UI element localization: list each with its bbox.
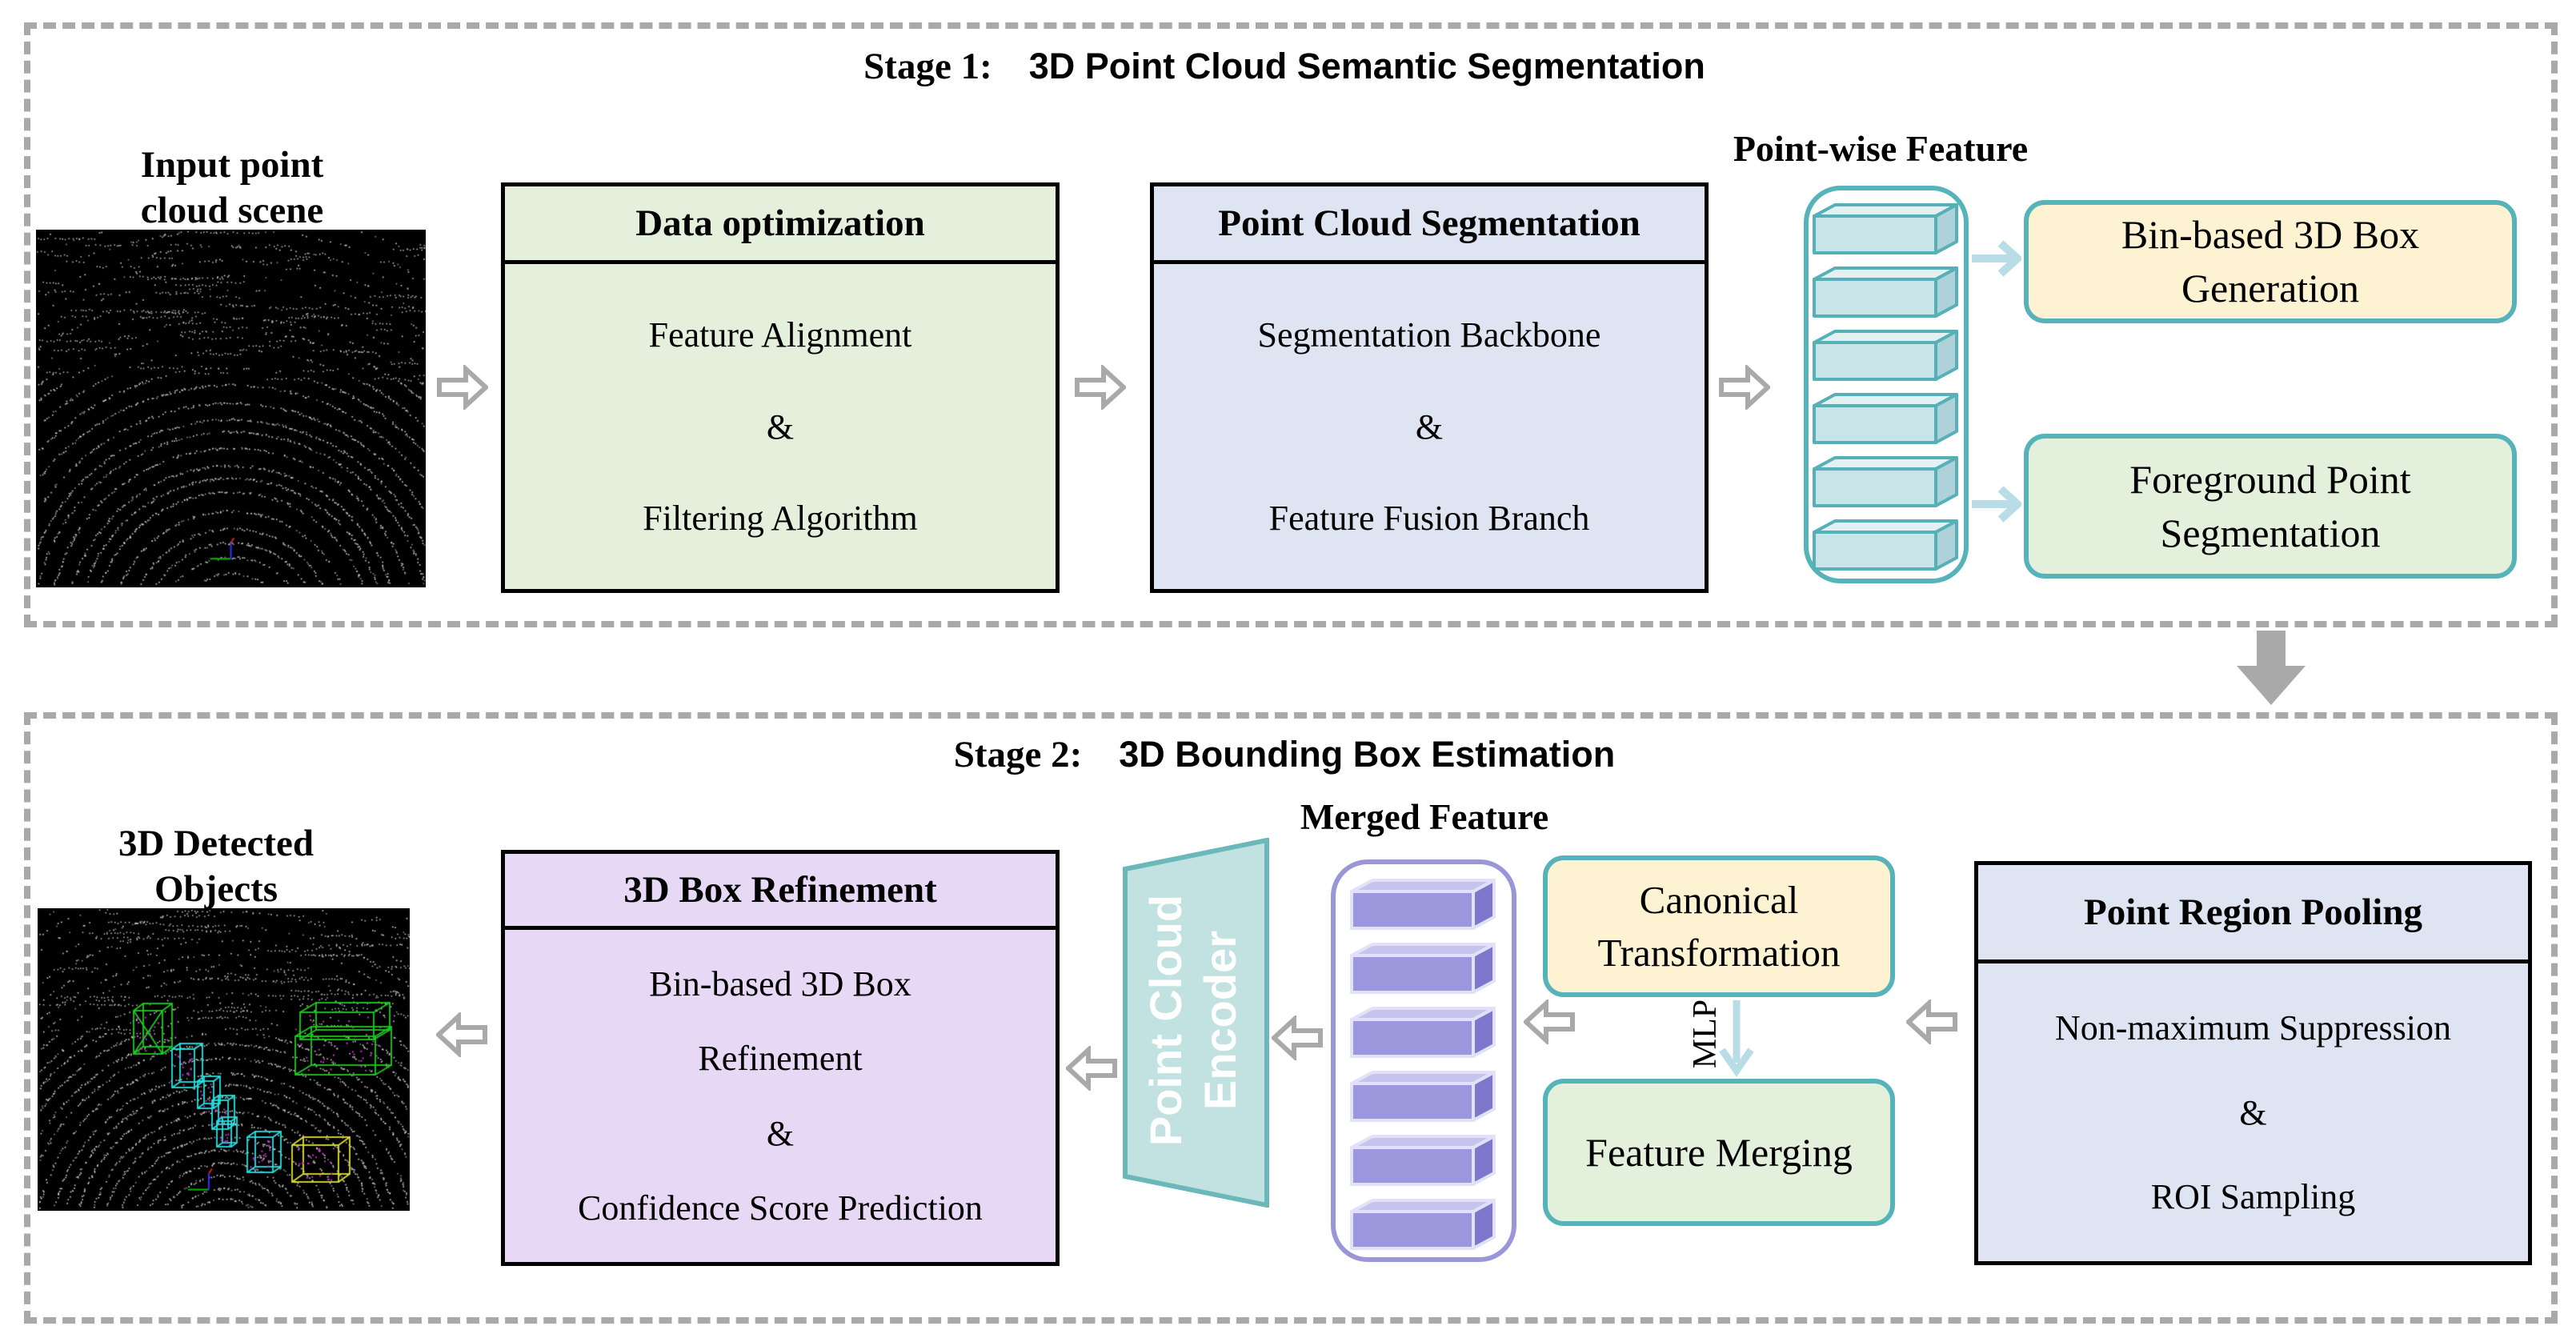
point-cloud-encoder-shape <box>1123 838 1269 1208</box>
point-region-pooling-body: Non-maximum Suppression & ROI Sampling <box>1978 963 2528 1261</box>
point-region-pooling-header: Point Region Pooling <box>1978 865 2528 963</box>
data-optimization-header: Data optimization <box>505 186 1056 264</box>
teal-arrow-right-icon <box>1969 236 2021 281</box>
box-refinement-box: 3D Box Refinement Bin-based 3D Box Refin… <box>501 850 1060 1266</box>
stage2-title-text: 3D Bounding Box Estimation <box>1119 734 1616 775</box>
pointwise-feature-bars-icon <box>1813 202 1958 571</box>
box-refinement-header: 3D Box Refinement <box>505 854 1056 930</box>
flow-arrow-left-icon <box>1906 999 1957 1044</box>
stage1-panel <box>24 22 2558 627</box>
point-cloud-segmentation-body: Segmentation Backbone & Feature Fusion B… <box>1154 264 1705 589</box>
bin-based-generation-box: Bin-based 3D Box Generation <box>2024 200 2517 323</box>
point-region-pooling-line: Non-maximum Suppression <box>2055 1008 2451 1048</box>
detected-objects-image <box>38 908 410 1211</box>
data-optimization-line: & <box>766 407 795 447</box>
point-cloud-encoder-label: Point Cloud Encoder <box>1140 894 1245 1147</box>
stage2-title-prefix: Stage 2: <box>953 734 1083 775</box>
box-refinement-line: Confidence Score Prediction <box>578 1188 983 1228</box>
pointwise-feature-stack <box>1804 186 1969 583</box>
box-refinement-line: Refinement <box>698 1039 863 1079</box>
feature-merging-box: Feature Merging <box>1543 1079 1895 1226</box>
box-refinement-body: Bin-based 3D Box Refinement & Confidence… <box>505 930 1056 1262</box>
foreground-segmentation-box: Foreground Point Segmentation <box>2024 434 2517 579</box>
point-cloud-segmentation-line: Feature Fusion Branch <box>1268 498 1590 538</box>
stage-connector-down-arrow-icon <box>2237 631 2306 705</box>
box-refinement-line: & <box>766 1113 795 1153</box>
stage1-title: Stage 1: 3D Point Cloud Semantic Segment… <box>24 45 2545 88</box>
flow-arrow-right-icon <box>1719 365 1770 410</box>
canonical-transformation-box: Canonical Transformation <box>1543 855 1895 997</box>
detected-objects-label: 3D Detected Objects <box>118 823 314 911</box>
stage2-title: Stage 2: 3D Bounding Box Estimation <box>24 733 2545 776</box>
mlp-label: MLP <box>1687 999 1724 1069</box>
box-refinement-line: Bin-based 3D Box <box>649 964 911 1004</box>
stage1-title-prefix: Stage 1: <box>863 46 992 87</box>
point-region-pooling-box: Point Region Pooling Non-maximum Suppres… <box>1974 861 2532 1265</box>
point-cloud-segmentation-line: & <box>1415 407 1444 447</box>
data-optimization-line: Filtering Algorithm <box>643 498 918 538</box>
flow-arrow-right-icon <box>437 365 488 410</box>
stage2-panel <box>24 712 2558 1324</box>
data-optimization-box: Data optimization Feature Alignment & Fi… <box>501 182 1060 593</box>
flow-arrow-left-icon <box>1524 999 1575 1044</box>
mlp-arrow-down-icon <box>1719 1000 1754 1077</box>
point-region-pooling-line: & <box>2239 1092 2267 1132</box>
point-cloud-segmentation-header: Point Cloud Segmentation <box>1154 186 1705 264</box>
input-cloud-label: Input point cloud scene <box>140 144 324 232</box>
flow-arrow-left-icon <box>1066 1046 1117 1091</box>
teal-arrow-right-icon <box>1969 482 2021 527</box>
stage1-title-text: 3D Point Cloud Semantic Segmentation <box>1028 46 1705 86</box>
flow-arrow-left-icon <box>436 1012 487 1057</box>
point-cloud-segmentation-box: Point Cloud Segmentation Segmentation Ba… <box>1150 182 1709 593</box>
data-optimization-line: Feature Alignment <box>648 315 912 355</box>
input-point-cloud-image <box>36 230 426 587</box>
merged-feature-stack <box>1331 859 1516 1262</box>
merged-feature-label: Merged Feature <box>1300 797 1549 837</box>
flow-arrow-left-icon <box>1272 1016 1323 1060</box>
point-region-pooling-line: ROI Sampling <box>2150 1177 2356 1217</box>
pointwise-feature-label: Point-wise Feature <box>1733 128 2029 169</box>
merged-feature-bars-icon <box>1350 878 1496 1250</box>
point-cloud-segmentation-line: Segmentation Backbone <box>1257 315 1601 355</box>
data-optimization-body: Feature Alignment & Filtering Algorithm <box>505 264 1056 589</box>
flow-arrow-right-icon <box>1075 365 1126 410</box>
